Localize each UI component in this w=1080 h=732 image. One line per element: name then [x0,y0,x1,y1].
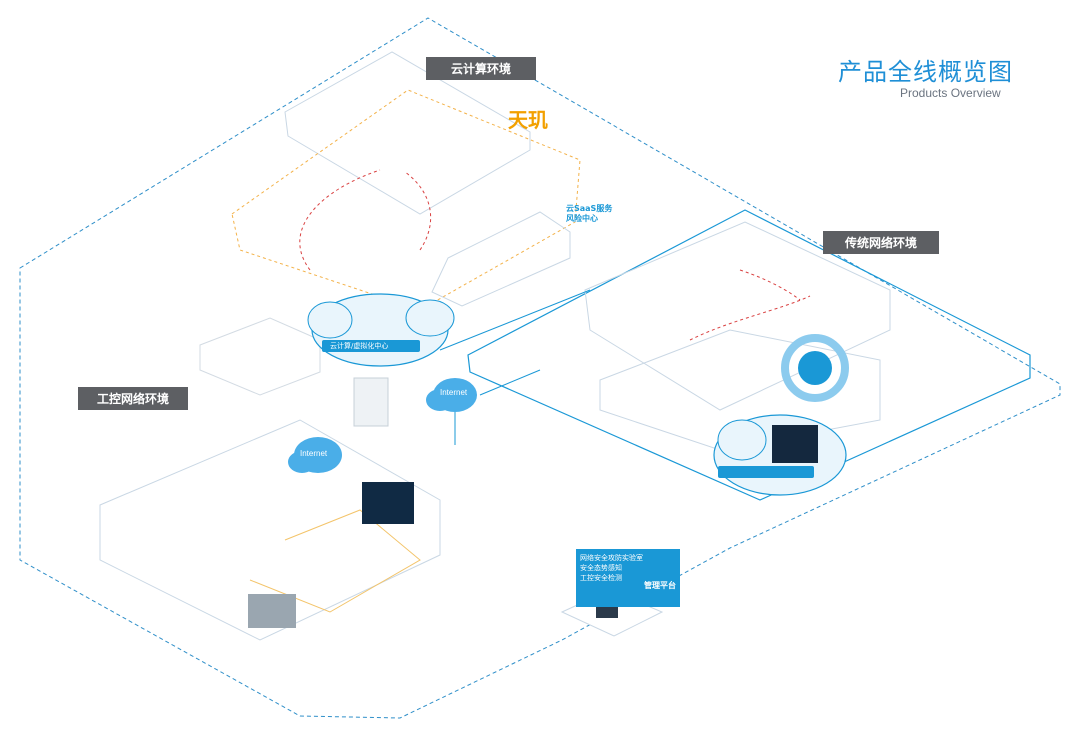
cloud-env-region [284,51,531,215]
ics-camera-screen [248,594,296,628]
page-title: 产品全线概览图 [838,58,1013,86]
mgmt-line-3: 工控安全检测 [580,574,622,582]
client-region [199,317,321,396]
red-flow-left [299,169,381,271]
cloud-platform-banner [322,340,420,352]
traditional-env-tag: 传统网络环境 [823,231,939,254]
traditional-sub-region [599,329,881,451]
ics-env-region [99,419,441,641]
traditional-inner-region [584,221,891,411]
detection-ring-inner [798,351,832,385]
awareness-screen [772,425,818,463]
mgmt-platform-label: 管理平台 [644,581,676,590]
link-internet-trad [479,369,541,396]
saas-label: 云SaaS服务 风险中心 [566,204,613,223]
ics-yellow-link [249,509,421,613]
link-cloud-to-trad [439,289,591,351]
datacenter-building [353,377,389,427]
red-flow-trad-2 [739,269,801,301]
cloud-platform-label: 云计算/虚拟化中心 [330,342,389,350]
page-subtitle: Products Overview [900,86,1001,100]
mgmt-line-1: 网络安全攻防实验室 [580,554,643,562]
ics-env-tag: 工控网络环境 [78,387,188,410]
internet-label-ics: Internet [300,449,328,458]
mgmt-line-2: 安全态势感知 [580,564,622,572]
red-flow-right [404,171,432,251]
detection-ring-outer [781,334,849,402]
tianji-logo: 天玑 [508,108,548,132]
awareness-banner [718,466,814,478]
internet-label: Internet [440,388,468,397]
overall-boundary [19,17,1061,719]
traditional-env-region [467,209,1031,501]
saas-region [431,211,571,307]
cloud-mgmt-region [231,89,581,311]
management-card: 网络安全攻防实验室 安全态势感知 工控安全检测 管理平台 [576,549,680,607]
ics-monitor-screen [362,482,414,524]
red-flow-trad [689,295,811,341]
cloud-env-tag: 云计算环境 [426,57,536,80]
